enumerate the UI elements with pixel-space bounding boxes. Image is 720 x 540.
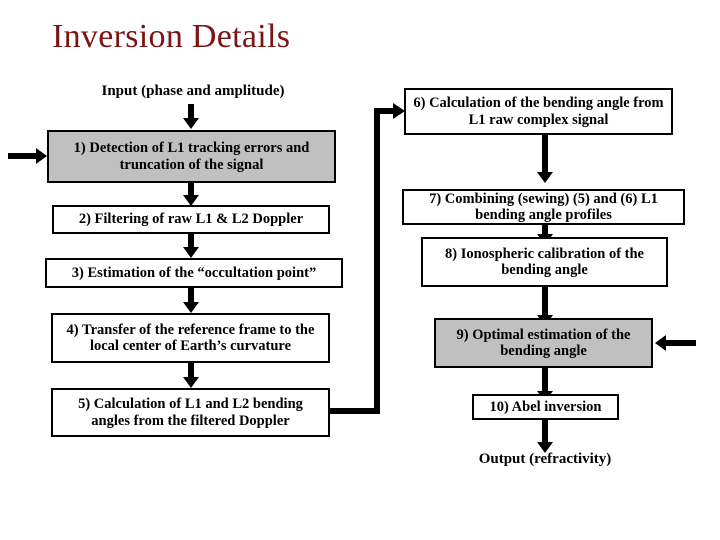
page-title: Inversion Details [52, 18, 291, 55]
node-6-bending-angle-raw-signal[interactable]: 6) Calculation of the bending angle from… [404, 88, 673, 135]
node-5-bending-angles-from-doppler[interactable]: 5) Calculation of L1 and L2 bending angl… [51, 388, 330, 437]
node-2-filtering-doppler[interactable]: 2) Filtering of raw L1 & L2 Doppler [52, 205, 330, 234]
node-10-abel-inversion[interactable]: 10) Abel inversion [472, 394, 619, 420]
node-1-detection-truncation[interactable]: 1) Detection of L1 tracking errors and t… [47, 130, 336, 183]
output-label: Output (refractivity) [478, 451, 612, 467]
node-3-occultation-point[interactable]: 3) Estimation of the “occultation point” [45, 258, 343, 288]
node-7-combining-sewing-profiles[interactable]: 7) Combining (sewing) (5) and (6) L1 ben… [402, 189, 685, 225]
node-4-reference-frame-transfer[interactable]: 4) Transfer of the reference frame to th… [51, 313, 330, 363]
node-9-optimal-estimation[interactable]: 9) Optimal estimation of the bending ang… [434, 318, 653, 368]
input-label: Input (phase and amplitude) [101, 83, 285, 99]
node-8-ionospheric-calibration[interactable]: 8) Ionospheric calibration of the bendin… [421, 237, 668, 287]
